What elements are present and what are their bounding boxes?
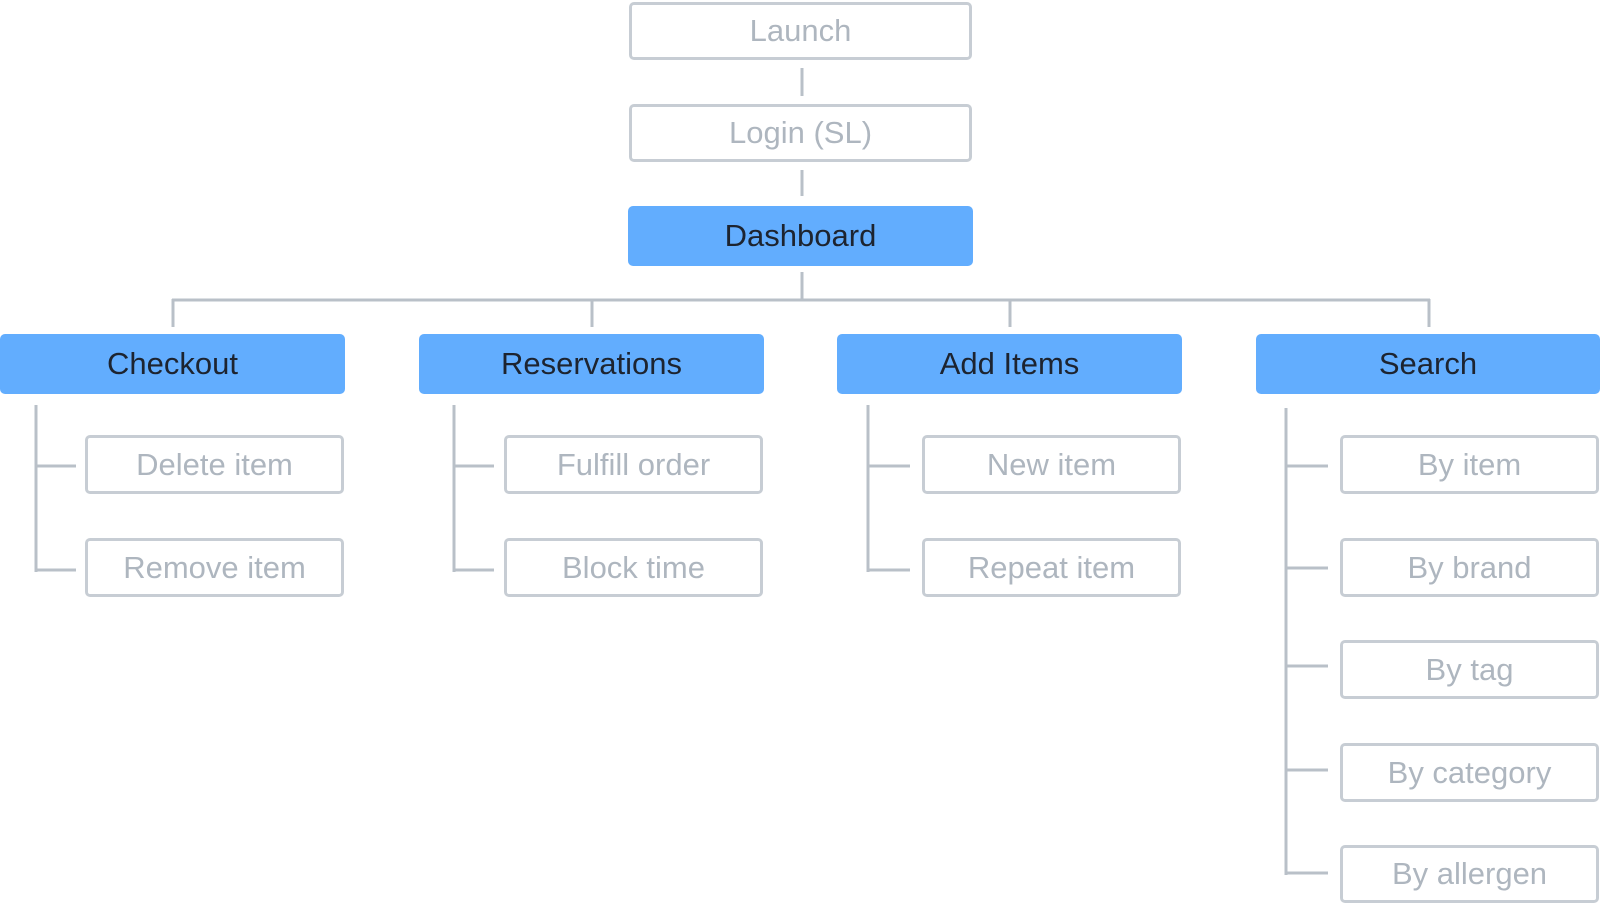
dashboard-node[interactable]: Dashboard xyxy=(628,206,973,266)
by-item-node[interactable]: By item xyxy=(1340,435,1599,494)
add-items-node[interactable]: Add Items xyxy=(837,334,1182,394)
block-time-node[interactable]: Block time xyxy=(504,538,763,597)
remove-item-node[interactable]: Remove item xyxy=(85,538,344,597)
fulfill-order-node[interactable]: Fulfill order xyxy=(504,435,763,494)
by-category-node[interactable]: By category xyxy=(1340,743,1599,802)
repeat-item-node[interactable]: Repeat item xyxy=(922,538,1181,597)
new-item-node[interactable]: New item xyxy=(922,435,1181,494)
checkout-node[interactable]: Checkout xyxy=(0,334,345,394)
login-node[interactable]: Login (SL) xyxy=(629,104,972,162)
delete-item-node[interactable]: Delete item xyxy=(85,435,344,494)
reservations-node[interactable]: Reservations xyxy=(419,334,764,394)
search-node[interactable]: Search xyxy=(1256,334,1600,394)
by-allergen-node[interactable]: By allergen xyxy=(1340,845,1599,903)
by-brand-node[interactable]: By brand xyxy=(1340,538,1599,597)
by-tag-node[interactable]: By tag xyxy=(1340,640,1599,699)
launch-node[interactable]: Launch xyxy=(629,2,972,60)
